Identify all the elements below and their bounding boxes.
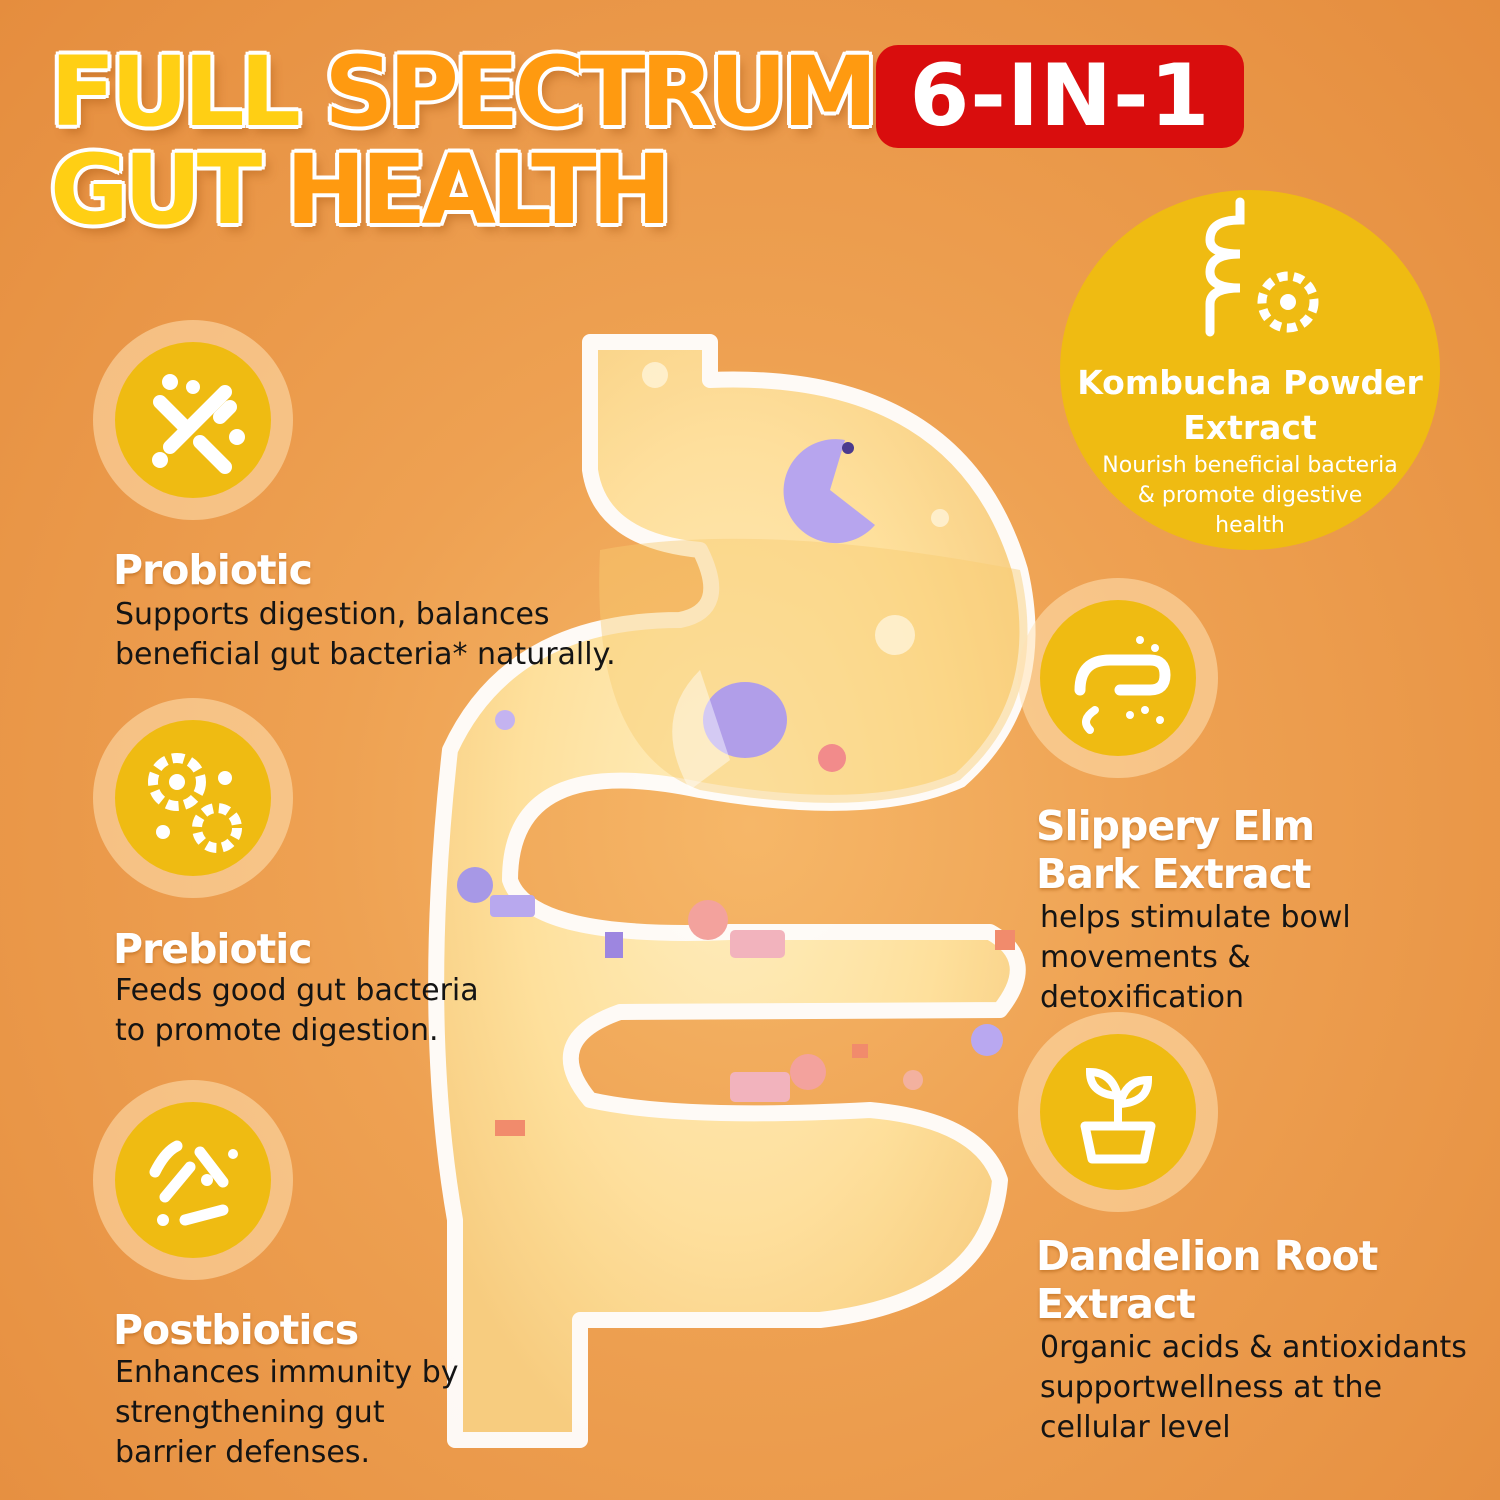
gut-outline — [428, 334, 1036, 1448]
intestine-dots-icon — [1074, 636, 1171, 734]
red-block-left — [495, 1120, 525, 1136]
purple-block — [605, 932, 623, 958]
prebiotic-title: Prebiotic — [113, 925, 313, 973]
bubble — [875, 615, 915, 655]
postbiotics-icon-ring — [93, 1080, 293, 1280]
pink-creature-lower — [790, 1054, 826, 1090]
slippery-elm-description: helps stimulate bowl movements & detoxif… — [1040, 900, 1351, 1015]
dandelion-title: Dandelion Root Extract — [1036, 1232, 1378, 1328]
purple-microbe-blob — [703, 682, 787, 758]
small-pink-cell — [903, 1070, 923, 1090]
plant-pot-icon — [1080, 1067, 1156, 1164]
stomach-intestine-illustration — [428, 334, 1036, 1448]
six-in-one-badge: 6-IN-1 — [876, 45, 1244, 148]
prebiotic-description: Feeds good gut bacteria to promote diges… — [115, 973, 479, 1048]
bubble — [642, 362, 668, 388]
pink-tray — [730, 930, 785, 958]
dandelion-icon-ring — [1018, 1012, 1218, 1212]
pink-creature — [688, 900, 728, 940]
headline: FULL SPECTRUM GUT HEALTH — [50, 36, 878, 246]
dandelion-description: 0rganic acids & antioxidants supportwell… — [1040, 1330, 1467, 1445]
slippery-elm-icon-ring — [1018, 578, 1218, 778]
probiotic-title: Probiotic — [113, 546, 313, 594]
intestine-gear-icon — [1205, 197, 1319, 337]
kombucha-description: Nourish beneficial bacteria & promote di… — [1102, 453, 1398, 538]
purple-cell — [971, 1024, 1003, 1056]
kombucha-circle: Kombucha Powder Extract Nourish benefici… — [1060, 190, 1440, 550]
prebiotic-icon-ring — [93, 698, 293, 898]
bacteria-mix-icon — [149, 1140, 238, 1226]
shield-shape — [672, 670, 730, 790]
red-block — [995, 930, 1015, 950]
purple-microbe-character — [783, 439, 875, 544]
small-cell — [495, 710, 515, 730]
slippery-elm-title: Slippery Elm Bark Extract — [1036, 802, 1315, 898]
red-block-lower — [852, 1044, 868, 1058]
pink-tray-lower — [730, 1072, 790, 1102]
headline-line-1: FULL SPECTRUM — [50, 36, 878, 148]
microbes-icon — [148, 753, 242, 853]
probiotic-description: Supports digestion, balances beneficial … — [115, 597, 616, 672]
kombucha-title: Kombucha Powder Extract — [1077, 363, 1423, 447]
stomach-fluid — [599, 538, 1028, 803]
bubble — [931, 509, 949, 527]
postbiotics-title: Postbiotics — [113, 1306, 359, 1354]
postbiotics-description: Enhances immunity by strengthening gut b… — [115, 1355, 459, 1470]
purple-creature — [457, 867, 493, 903]
bacteria-rods-icon — [152, 374, 245, 474]
purple-tray — [490, 895, 535, 917]
probiotic-icon-ring — [93, 320, 293, 520]
headline-line-2: GUT HEALTH — [50, 134, 672, 246]
pink-cell — [818, 744, 846, 772]
